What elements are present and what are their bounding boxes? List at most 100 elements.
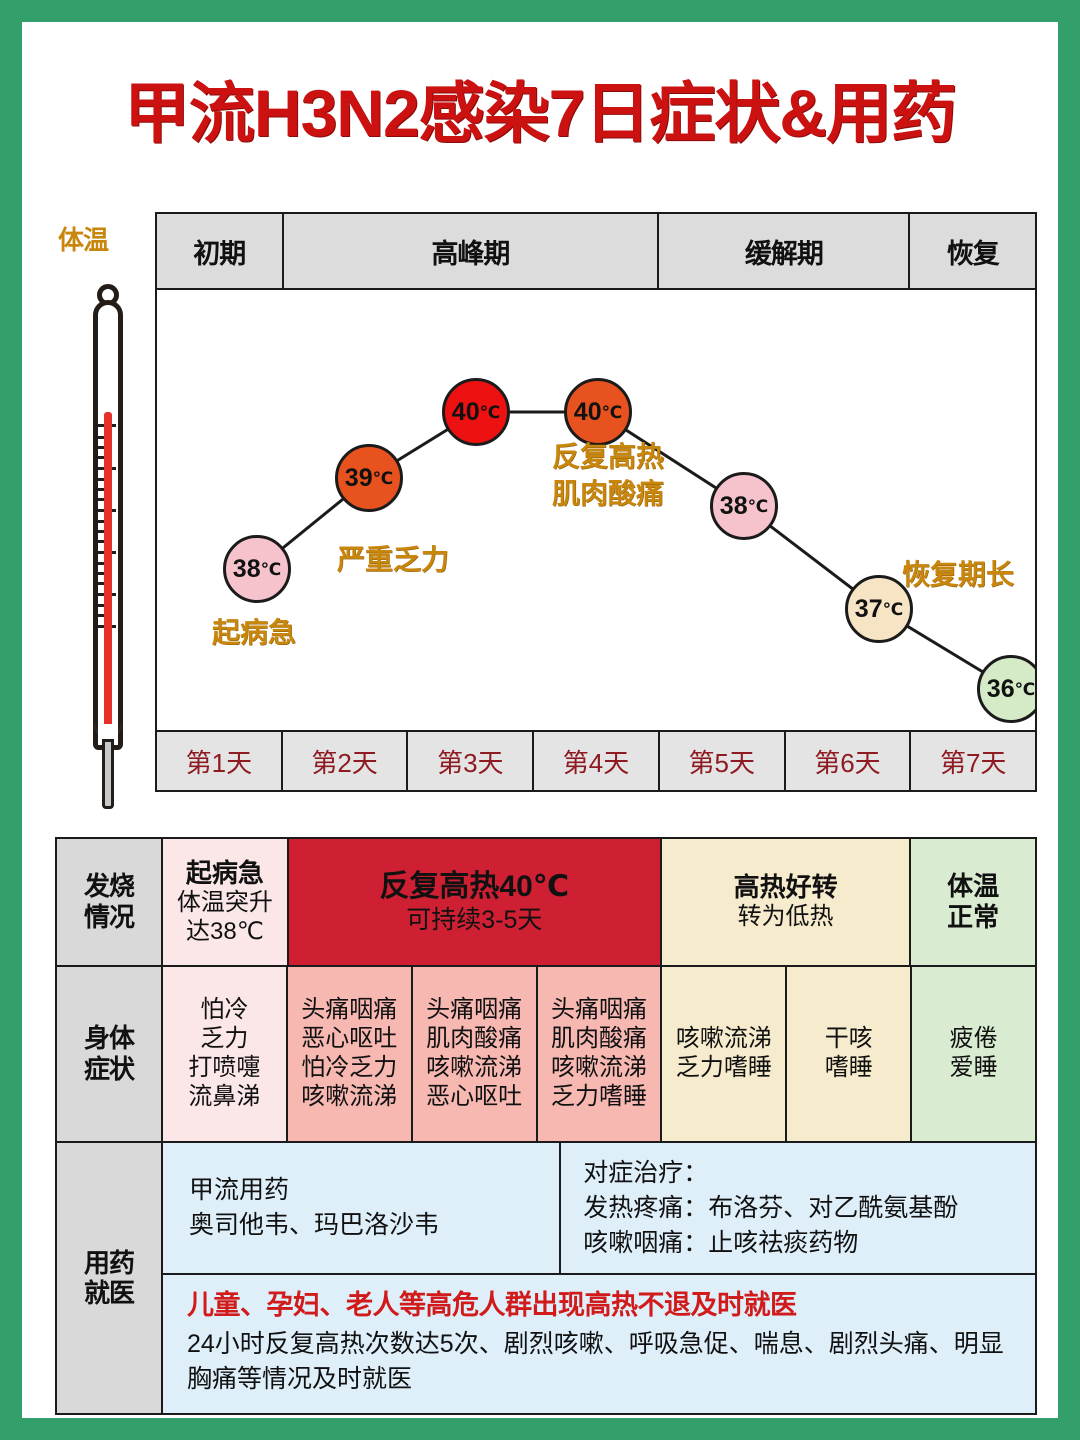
- chart-annotation-2: 严重乏力: [337, 544, 450, 575]
- symptom-line: 咳嗽流涕: [426, 1054, 523, 1081]
- table-row-symptoms: 身体 症状 怕冷乏力打喷嚏流鼻涕头痛咽痛恶心呕吐怕冷乏力咳嗽流涕头痛咽痛肌肉酸痛…: [57, 967, 1036, 1143]
- symptomatic-line2: 发热疼痛：布洛芬、对乙酰氨基酚: [583, 1193, 959, 1222]
- table-row-fever: 发烧 情况 起病急 体温突升 达38℃ 反复高热40℃ 可持续3-5天 高热好转…: [57, 839, 1035, 967]
- temperature-node-day3: 40℃: [442, 378, 510, 446]
- temperature-node-value: 40: [451, 397, 480, 426]
- page-title: 甲流H3N2感染7日症状&用药: [123, 76, 957, 150]
- temperature-node-unit: ℃: [601, 402, 623, 422]
- symptom-line: 恶心呕吐: [426, 1082, 523, 1110]
- symptom-line: 头痛咽痛: [426, 996, 523, 1024]
- fever-cell-normal: 体温 正常: [911, 839, 1035, 965]
- symptom-line: 乏力嗜睡: [551, 1082, 647, 1110]
- symptom-cell-day5: 咳嗽流涕乏力嗜睡: [662, 967, 788, 1141]
- symptom-line: 怕冷乏力: [301, 1054, 398, 1081]
- row-label-medication-line1: 用药: [83, 1247, 135, 1278]
- temperature-node-value: 38: [719, 491, 748, 520]
- temperature-node-value: 39: [344, 463, 373, 492]
- symptom-line: 咳嗽流涕: [551, 1054, 647, 1081]
- fever-peak-strong: 反复高热40℃: [379, 870, 570, 903]
- row-label-fever-line1: 发烧: [83, 871, 135, 902]
- row-label-symptoms-line2: 症状: [83, 1054, 135, 1084]
- fever-normal-line1: 体温: [947, 870, 1000, 901]
- temperature-node-day2: 39℃: [335, 444, 403, 512]
- thermometer-bulb-stem: [102, 739, 114, 809]
- symptom-line: 头痛咽痛: [301, 996, 398, 1024]
- day-label-6: 第6天: [786, 732, 912, 790]
- symptom-line: 肌肉酸痛: [426, 1025, 523, 1053]
- day-label-3: 第3天: [408, 732, 535, 790]
- warning-detail: 24小时反复高热次数达5次、剧烈咳嗽、呼吸急促、喘息、剧烈头痛、明显胸痛等情况及…: [187, 1330, 1004, 1394]
- temperature-node-unit: ℃: [260, 559, 282, 579]
- temperature-node-day6: 37℃: [845, 575, 913, 643]
- symptomatic-line1: 对症治疗：: [583, 1158, 709, 1187]
- fever-cell-peak: 反复高热40℃ 可持续3-5天: [288, 839, 662, 965]
- thermometer-mercury: [104, 412, 112, 732]
- thermometer-tick: [96, 498, 107, 501]
- thermometer-tick: [96, 478, 107, 481]
- symptom-line: 爱睡: [949, 1054, 998, 1081]
- thermometer-tick: [96, 530, 107, 533]
- medication-body: 甲流用药 奥司他韦、玛巴洛沙韦 对症治疗： 发热疼痛：布洛芬、对乙酰氨基酚 咳嗽…: [163, 1143, 1035, 1414]
- symptom-line: 干咳: [824, 1025, 873, 1053]
- symptom-line: 流鼻涕: [188, 1082, 261, 1110]
- medication-warning: 儿童、孕妇、老人等高危人群出现高热不退及时就医 24小时反复高热次数达5次、剧烈…: [163, 1275, 1035, 1414]
- phase-header-3: 恢复: [946, 238, 1000, 269]
- chart-annotation-0: 反复高热: [552, 441, 665, 472]
- symptom-line: 恶心呕吐: [301, 1025, 398, 1053]
- symptom-cell-day4: 头痛咽痛肌肉酸痛咳嗽流涕乏力嗜睡: [537, 967, 663, 1141]
- symptom-line: 疲倦: [949, 1025, 998, 1053]
- thermometer-tick: [96, 436, 107, 439]
- symptom-line: 嗜睡: [824, 1054, 873, 1081]
- thermometer-tick: [96, 520, 107, 523]
- fever-cells: 起病急 体温突升 达38℃ 反复高热40℃ 可持续3-5天 高热好转 转为低热 …: [163, 839, 1035, 965]
- day-label-4: 第4天: [534, 732, 660, 790]
- thermometer-tick: [96, 582, 107, 585]
- medication-antiviral: 甲流用药 奥司他韦、玛巴洛沙韦: [163, 1143, 562, 1273]
- day-label-1: 第1天: [157, 732, 283, 790]
- chart-annotation-3: 起病急: [212, 617, 297, 648]
- phase-header-1: 高峰期: [284, 214, 660, 288]
- thermometer-tick: [96, 572, 107, 575]
- symptom-line: 乏力嗜睡: [675, 1054, 772, 1081]
- symptom-cell-day2: 头痛咽痛恶心呕吐怕冷乏力咳嗽流涕: [287, 967, 413, 1141]
- phase-header-2: 缓解期: [659, 214, 911, 288]
- infographic-page: 甲流H3N2感染7日症状&用药 体温 初期高峰期缓解期 恢复: [22, 22, 1058, 1418]
- thermometer-icon: [77, 284, 139, 814]
- fever-cell-early: 起病急 体温突升 达38℃: [163, 839, 289, 965]
- temperature-node-value: 38: [232, 554, 261, 583]
- fever-early-strong: 起病急: [185, 857, 264, 888]
- row-label-symptoms: 身体 症状: [57, 967, 163, 1141]
- fever-early-line2: 体温突升: [176, 888, 273, 916]
- antiviral-line1: 甲流用药: [189, 1176, 290, 1204]
- thermometer-tick: [96, 456, 107, 459]
- thermometer-tick: [96, 604, 107, 607]
- thermometer-tick: [96, 446, 107, 449]
- symptom-line: 打喷嚏: [188, 1054, 261, 1081]
- temperature-node-unit: ℃: [479, 402, 501, 422]
- row-label-symptoms-line1: 身体: [83, 1023, 135, 1054]
- symptomatic-line3: 咳嗽咽痛：止咳祛痰药物: [583, 1228, 859, 1257]
- symptom-line: 头痛咽痛: [551, 996, 647, 1024]
- temperature-node-unit: ℃: [372, 468, 394, 488]
- thermometer-tick: [96, 614, 107, 617]
- day-label-5: 第5天: [660, 732, 786, 790]
- thermometer-tick: [96, 540, 107, 543]
- warning-headline: 儿童、孕妇、老人等高危人群出现高热不退及时就医: [187, 1290, 797, 1320]
- symptom-line: 咳嗽流涕: [675, 1025, 772, 1053]
- fever-peak-line2: 可持续3-5天: [406, 906, 543, 934]
- temperature-node-value: 37: [854, 594, 883, 623]
- row-label-medication: 用药 就医: [57, 1143, 163, 1414]
- day-label-2: 第2天: [283, 732, 409, 790]
- fever-cell-recovery: 高热好转 转为低热: [661, 839, 912, 965]
- fever-recovery-line2: 转为低热: [737, 903, 834, 931]
- fever-early-line3: 达38℃: [186, 917, 264, 945]
- temperature-node-day7: 36℃: [977, 655, 1036, 723]
- symptom-line: 肌肉酸痛: [551, 1025, 647, 1053]
- temperature-node-unit: ℃: [1014, 679, 1036, 699]
- symptom-cell-day1: 怕冷乏力打喷嚏流鼻涕: [163, 967, 288, 1141]
- temperature-node-day4: 40℃: [564, 378, 632, 446]
- phase-header-0: 初期: [157, 214, 284, 288]
- day-label-7: 第7天: [939, 747, 1007, 778]
